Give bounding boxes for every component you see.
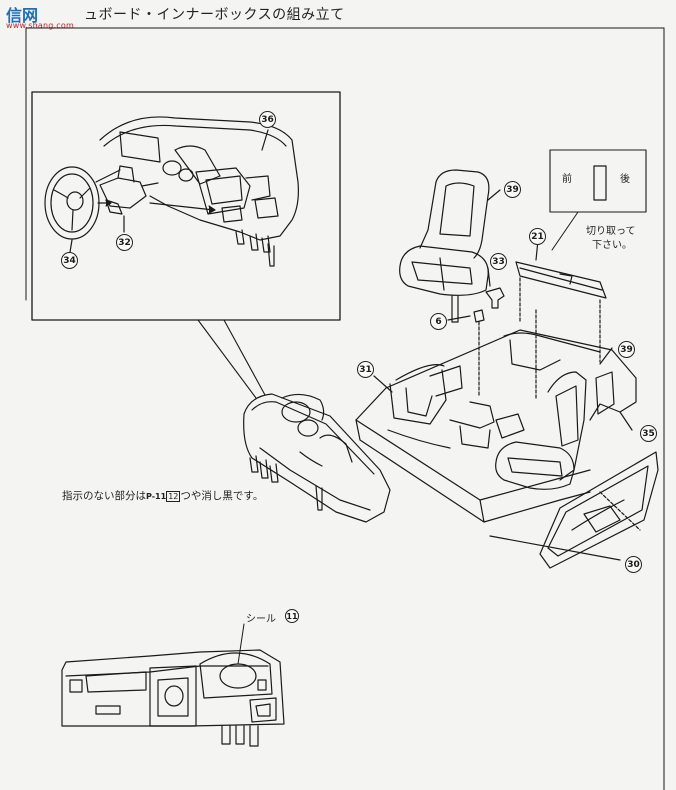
leader-36 — [261, 129, 269, 151]
door-panel-drawing — [539, 451, 659, 569]
leader-34 — [69, 239, 73, 253]
watermark-url-text: www.shang.com — [6, 21, 74, 30]
leader-6 — [447, 315, 471, 321]
paint-note-number: 12 — [166, 491, 181, 502]
watermark-main-text: 信网 — [6, 6, 39, 25]
steering-wheel-drawing — [44, 166, 100, 240]
page-title: ュボード・インナーボックスの組み立て — [84, 7, 345, 23]
seal-label: シール — [246, 614, 276, 625]
watermark-logo: 信网 www.shang.com — [2, 2, 74, 32]
part-callout-34: 34 — [61, 252, 78, 269]
door-leader-1 — [599, 491, 641, 531]
part-callout-32: 32 — [116, 234, 133, 251]
part-callout-36: 36 — [259, 111, 276, 128]
main-dashboard-drawing — [243, 393, 391, 523]
inset-leader-left — [197, 319, 257, 399]
part-callout-31: 31 — [357, 361, 374, 378]
leader-35 — [619, 411, 633, 431]
leader-31 — [373, 375, 393, 393]
inner-tub-drawing — [355, 329, 637, 523]
paint-note-code: P-11 — [146, 492, 167, 501]
leader-39a — [487, 189, 501, 201]
driver-seat-drawing — [399, 169, 490, 323]
part-callout-33: 33 — [490, 253, 507, 270]
rear-label: 後 — [620, 174, 630, 185]
leader-30 — [489, 535, 621, 561]
part-callout-30: 30 — [625, 556, 642, 573]
paint-note-text: 指示のない部分は — [62, 490, 146, 502]
steering-column-drawing — [95, 165, 159, 215]
passenger-seat-drawing — [495, 371, 587, 490]
part-callout-39-top: 39 — [504, 181, 521, 198]
shift-knob-drawing — [485, 287, 505, 309]
detail-inset-box — [31, 91, 341, 321]
front-label: 前 — [562, 174, 572, 185]
seal-callout-11: 11 — [285, 609, 299, 623]
seal-leader — [237, 623, 245, 665]
leader-33 — [487, 267, 491, 287]
inset-leader-right — [223, 319, 266, 396]
small-boot-drawing — [473, 309, 485, 396]
inset-dashboard-drawing — [99, 116, 299, 267]
paint-note-end: つや消し黒です。 — [180, 490, 264, 502]
cut-note-line1: 切り取って — [586, 226, 636, 237]
orientation-leader — [551, 211, 579, 251]
part-callout-21: 21 — [529, 228, 546, 245]
cut-note-line2: 下さい。 — [592, 240, 632, 251]
part-callout-6: 6 — [430, 313, 447, 330]
orientation-piece — [593, 165, 607, 201]
rear-parcel-shelf-drawing — [515, 261, 607, 363]
part-callout-35: 35 — [640, 425, 657, 442]
leader-39b — [599, 347, 613, 365]
seal-dashboard-drawing — [61, 649, 285, 747]
arrow-column-to-dash — [149, 202, 215, 211]
orientation-inset-box — [549, 149, 647, 213]
rear-bulkhead-drawing — [595, 371, 615, 415]
part-callout-39-right: 39 — [618, 341, 635, 358]
